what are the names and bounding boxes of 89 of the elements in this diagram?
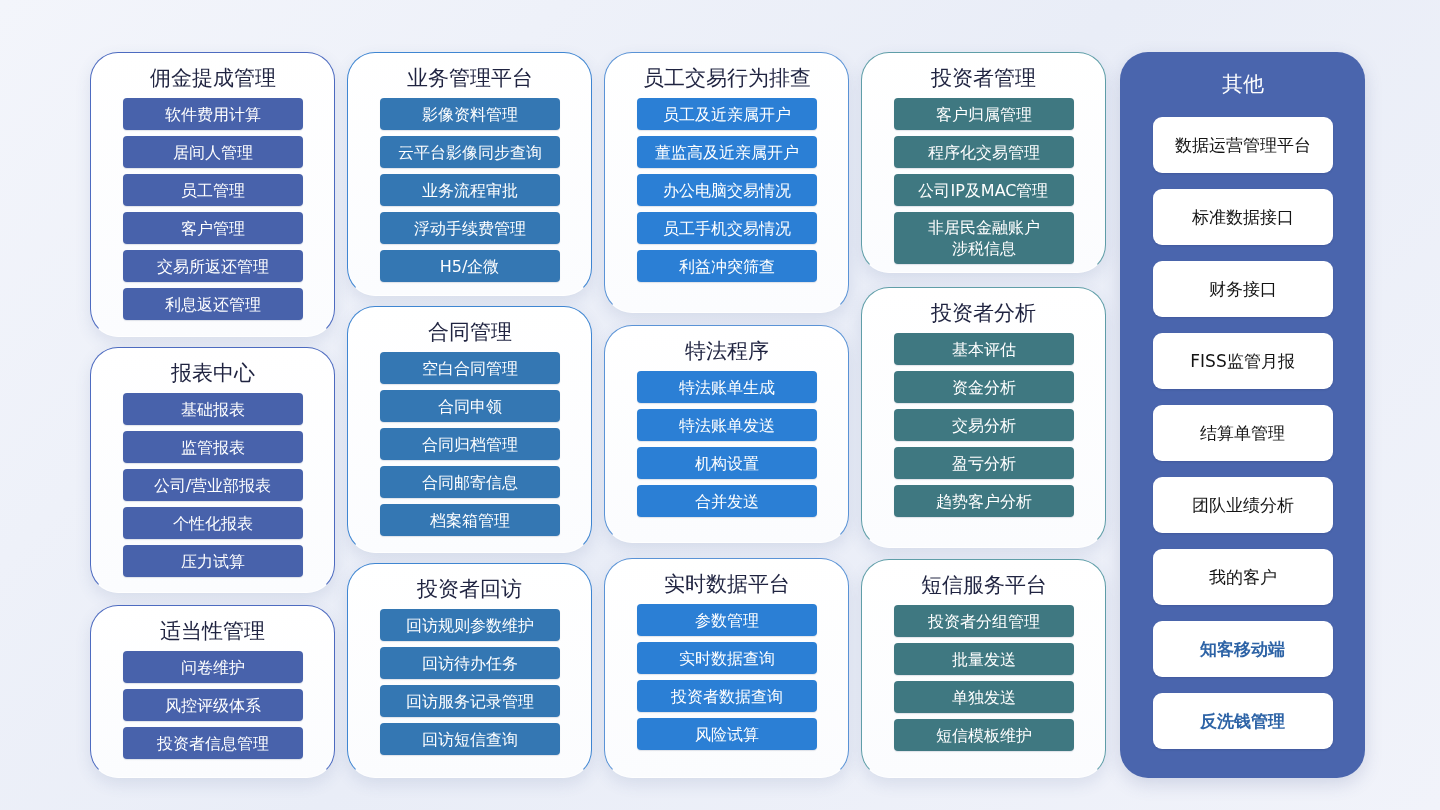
module-panel [861,559,1106,778]
function-item: 交易分析 [893,409,1074,441]
function-item: 公司/营业部报表 [122,469,303,501]
function-item: 非居民金融账户涉税信息 [893,212,1074,264]
function-item: 居间人管理 [122,136,303,168]
module-panel [861,52,1106,273]
function-item: 员工及近亲属开户 [636,98,817,130]
panel-heading: 报表中心 [170,360,255,387]
panel-heading: 佣金提成管理 [149,65,276,92]
function-item: 利息返还管理 [122,288,303,320]
function-item: 合同邮寄信息 [379,466,560,498]
function-item: 投资者分组管理 [893,605,1074,637]
function-item: 参数管理 [636,604,817,636]
module-panel [347,52,592,296]
function-item: 批量发送 [893,643,1074,675]
function-item: 董监高及近亲属开户 [636,136,817,168]
function-item: 业务流程审批 [379,174,560,206]
module-panel [604,52,849,313]
function-item: 员工管理 [122,174,303,206]
function-item: 知客移动端 [1152,621,1333,677]
function-item: 回访待办任务 [379,647,560,679]
function-item: 回访服务记录管理 [379,685,560,717]
function-item: 特法账单生成 [636,371,817,403]
function-item: 回访规则参数维护 [379,609,560,641]
function-item: 个性化报表 [122,507,303,539]
panel-heading: 投资者管理 [931,65,1036,92]
function-item: 风控评级体系 [122,689,303,721]
function-item: 机构设置 [636,447,817,479]
function-item: 员工手机交易情况 [636,212,817,244]
module-panel [604,325,849,543]
function-item: 投资者信息管理 [122,727,303,759]
panel-heading: 特法程序 [684,338,769,365]
function-item: 标准数据接口 [1152,189,1333,245]
module-panel [1120,52,1365,778]
function-item: 软件费用计算 [122,98,303,130]
function-item: 影像资料管理 [379,98,560,130]
panel-heading: 业务管理平台 [406,65,533,92]
module-panel [861,287,1106,548]
function-item: 基础报表 [122,393,303,425]
function-item: 办公电脑交易情况 [636,174,817,206]
function-item: 结算单管理 [1152,405,1333,461]
module-panel [347,563,592,778]
function-item: 客户管理 [122,212,303,244]
function-item: 特法账单发送 [636,409,817,441]
function-item: 公司IP及MAC管理 [893,174,1074,206]
module-panel [90,52,335,337]
function-item: 合同申领 [379,390,560,422]
panel-heading: 员工交易行为排查 [642,65,811,92]
function-item: 合同归档管理 [379,428,560,460]
function-item: 实时数据查询 [636,642,817,674]
module-panel [90,605,335,778]
function-item: 财务接口 [1152,261,1333,317]
function-item: 趋势客户分析 [893,485,1074,517]
function-item: 我的客户 [1152,549,1333,605]
function-item: 合并发送 [636,485,817,517]
function-item: 程序化交易管理 [893,136,1074,168]
function-item: 空白合同管理 [379,352,560,384]
function-item: 浮动手续费管理 [379,212,560,244]
function-item: 监管报表 [122,431,303,463]
function-item: 短信模板维护 [893,719,1074,751]
panel-heading: 合同管理 [427,319,512,346]
function-item: 云平台影像同步查询 [379,136,560,168]
function-item: 交易所返还管理 [122,250,303,282]
module-panel [604,558,849,778]
panel-heading: 短信服务平台 [920,572,1047,599]
panel-heading: 投资者回访 [417,576,522,603]
function-item: 反洗钱管理 [1152,693,1333,749]
function-item: 团队业绩分析 [1152,477,1333,533]
function-item: 基本评估 [893,333,1074,365]
module-panel [90,347,335,593]
function-item: 客户归属管理 [893,98,1074,130]
function-item: 风险试算 [636,718,817,750]
function-item: 回访短信查询 [379,723,560,755]
function-item: 盈亏分析 [893,447,1074,479]
function-item: H5/企微 [379,250,560,282]
panel-heading: 适当性管理 [160,618,265,645]
function-item: 资金分析 [893,371,1074,403]
function-item: 单独发送 [893,681,1074,713]
panel-heading: 实时数据平台 [663,571,790,598]
function-item: 投资者数据查询 [636,680,817,712]
function-item: 压力试算 [122,545,303,577]
function-item: 数据运营管理平台 [1152,117,1333,173]
panel-heading: 其他 [1221,71,1264,98]
panel-heading: 投资者分析 [931,300,1036,327]
module-panel [347,306,592,553]
function-item: 档案箱管理 [379,504,560,536]
function-item: FISS监管月报 [1152,333,1333,389]
function-item: 利益冲突筛查 [636,250,817,282]
function-item: 问卷维护 [122,651,303,683]
